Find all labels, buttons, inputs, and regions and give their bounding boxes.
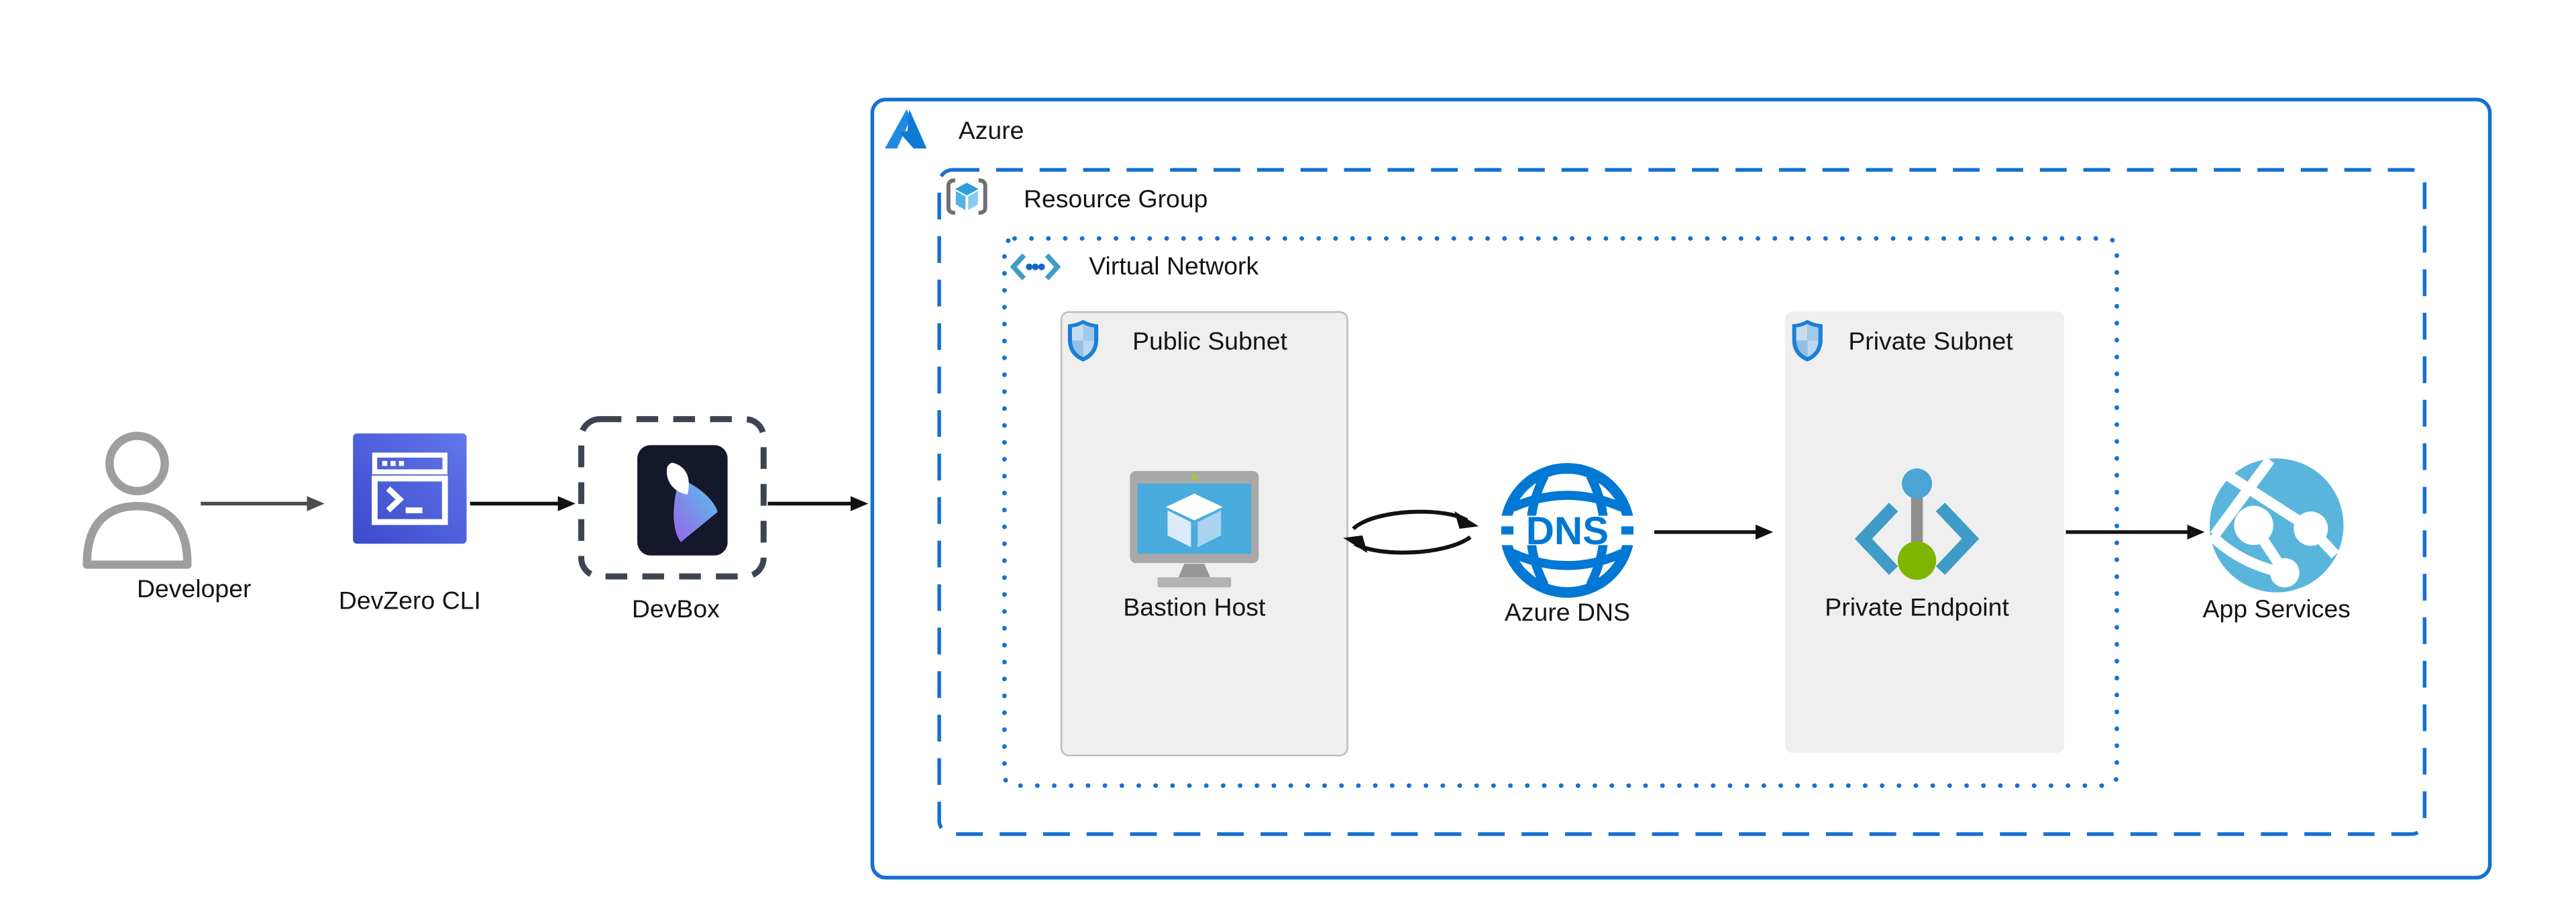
azure-dns-label: Azure DNS <box>1504 599 1630 628</box>
dns-icon-text: DNS <box>1526 509 1609 553</box>
bastion-host-label: Bastion Host <box>1123 594 1266 623</box>
virtual-network-label: Virtual Network <box>1089 252 1259 280</box>
app-services-globe-icon <box>2209 458 2344 593</box>
shield-icon <box>1792 319 1823 362</box>
devzero-cli-label: DevZero CLI <box>338 587 481 616</box>
bastion-host-node <box>1129 470 1259 595</box>
dns-globe-icon: DNS <box>1499 463 1636 598</box>
devbox-node <box>637 445 728 556</box>
azure-header <box>885 109 927 149</box>
developer-node <box>75 428 199 569</box>
shield-icon <box>1067 319 1099 362</box>
person-icon <box>83 431 192 569</box>
public-subnet-label: Public Subnet <box>1132 327 1287 356</box>
devzero-logo-icon <box>637 445 728 556</box>
public-subnet-header <box>1065 318 1100 363</box>
devbox-label: DevBox <box>631 595 720 625</box>
private-endpoint-label: Private Endpoint <box>1825 594 2009 623</box>
resource-group-cube-icon <box>946 178 987 215</box>
virtual-network-header <box>1010 253 1061 281</box>
private-endpoint-node <box>1850 467 1984 597</box>
cycle-arrows-bastion-dns <box>1343 509 1479 555</box>
private-subnet-label: Private Subnet <box>1848 327 2013 356</box>
resource-group-label: Resource Group <box>1024 185 1208 215</box>
app-services-label: App Services <box>2202 595 2351 625</box>
app-services-node <box>2208 457 2345 594</box>
azure-dns-node: DNS <box>1499 462 1636 599</box>
private-subnet-header <box>1790 318 1825 363</box>
terminal-window-icon <box>353 433 467 544</box>
virtual-network-icon <box>1010 253 1061 280</box>
resource-group-header <box>945 177 989 215</box>
private-endpoint-icon <box>1854 468 1980 580</box>
devzero-cli-node <box>353 433 467 544</box>
azure-label: Azure <box>958 117 1024 146</box>
virtual-machine-monitor-icon <box>1130 470 1259 588</box>
developer-label: Developer <box>136 575 252 605</box>
azure-logo-icon <box>885 109 927 149</box>
